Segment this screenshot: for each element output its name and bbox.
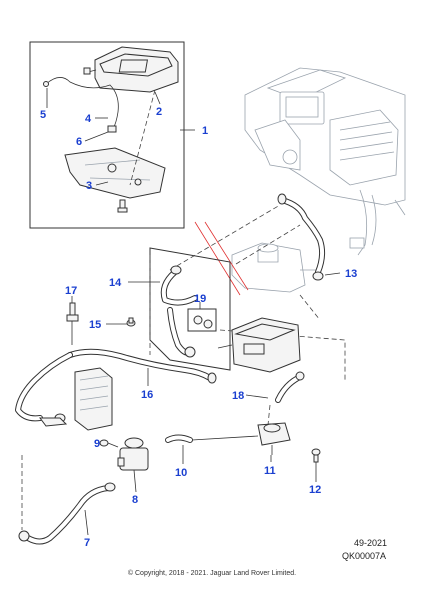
coolant-heater <box>217 317 301 373</box>
callout-3[interactable]: 3 <box>86 180 92 192</box>
bolt-12 <box>311 448 321 463</box>
callout-16[interactable]: 16 <box>141 389 153 401</box>
illustration-code: QK00007A <box>342 551 387 561</box>
leader-dash-module-to-bracket <box>129 89 156 186</box>
callout-11[interactable]: 11 <box>264 465 276 477</box>
hose-13 <box>277 193 326 281</box>
heater-control-module <box>83 46 179 93</box>
callout-8[interactable]: 8 <box>132 494 138 506</box>
callout-6[interactable]: 6 <box>76 136 82 148</box>
expansion-tank-ghost <box>231 242 320 293</box>
wiring-harness <box>43 77 119 133</box>
callouts: 1 2 3 4 5 6 7 8 9 10 11 12 13 14 15 16 1… <box>40 106 357 549</box>
group-14-frame <box>149 247 231 371</box>
valve-11 <box>257 422 291 455</box>
callout-4[interactable]: 4 <box>85 113 92 125</box>
hose-14 <box>160 265 198 358</box>
leader-lines <box>46 88 341 536</box>
callout-12[interactable]: 12 <box>309 484 321 496</box>
callout-10[interactable]: 10 <box>175 467 187 479</box>
callout-19[interactable]: 19 <box>194 293 206 305</box>
section-line-1 <box>194 221 241 296</box>
bracket-bolt <box>117 199 128 213</box>
pump-8 <box>117 437 149 471</box>
sensor-17 <box>66 302 79 345</box>
callout-9[interactable]: 9 <box>94 438 100 450</box>
mounting-bracket <box>64 147 166 199</box>
group-1-frame <box>29 41 185 229</box>
date-code: 49-2021 <box>354 538 388 548</box>
callout-18[interactable]: 18 <box>232 390 244 402</box>
hose-7 <box>18 482 116 545</box>
hose-10 <box>165 434 259 443</box>
section-line-2 <box>204 221 249 291</box>
copyright-notice: © Copyright, 2018 - 2021. Jaguar Land Ro… <box>127 570 297 577</box>
heat-exchanger <box>39 367 113 431</box>
clips-19 <box>187 308 217 332</box>
bolt-9 <box>99 439 119 448</box>
callout-13[interactable]: 13 <box>345 268 357 280</box>
callout-7[interactable]: 7 <box>84 537 90 549</box>
bolt-15 <box>126 317 136 327</box>
callout-17[interactable]: 17 <box>65 285 77 297</box>
hose-18 <box>275 371 305 403</box>
callout-14[interactable]: 14 <box>109 277 122 289</box>
callout-2[interactable]: 2 <box>156 106 162 118</box>
callout-5[interactable]: 5 <box>40 109 46 121</box>
callout-1[interactable]: 1 <box>202 125 208 137</box>
hvac-assembly-ghost <box>244 67 406 256</box>
callout-15[interactable]: 15 <box>89 319 101 331</box>
